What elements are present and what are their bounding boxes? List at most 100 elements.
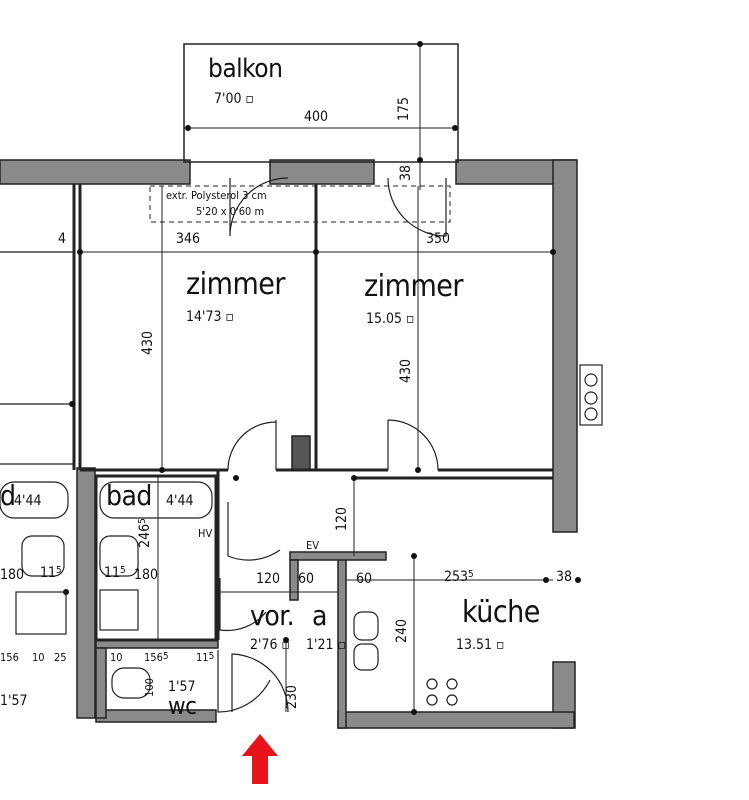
shower-tray (99, 589, 139, 631)
chimney (291, 435, 311, 471)
room-area-kueche: 13.51 ▫ (456, 637, 505, 653)
ventilation-circle-3 (584, 407, 598, 421)
dim-left-156: 156 (0, 651, 19, 664)
door-zimmer-left (227, 420, 277, 471)
ventilation-box (579, 364, 603, 426)
dim-wc-100: 100 (142, 678, 156, 697)
room-area-wc-left: 1'57 (0, 693, 28, 709)
dim-kueche-window: 38 (556, 569, 573, 585)
dimension-dots (63, 41, 581, 715)
room-area-bad-left: 4'44 (14, 493, 42, 509)
area-value: 7'00 (214, 91, 242, 107)
bath-fixtures (0, 481, 213, 699)
dim-zimmer-left-width: 346 (176, 231, 201, 247)
bathtub (99, 481, 213, 519)
dot (77, 249, 83, 255)
door-balkon-right (387, 177, 447, 237)
dim-left-25: 25 (54, 651, 67, 664)
dim-sup: 5 (120, 565, 126, 576)
area-value: 14'73 (186, 309, 222, 325)
dim-value: 246 (136, 523, 153, 548)
wall-bottom-kitchen (337, 711, 575, 729)
bad-outline (94, 474, 218, 642)
ventilation-circle-1 (584, 373, 598, 387)
room-name-vor: vor. (250, 599, 295, 632)
dim-left-10: 10 (32, 651, 45, 664)
neighbour-unit (0, 251, 74, 465)
room-name-wc: wc (168, 692, 197, 720)
ev-label: EV (306, 539, 320, 552)
door-zimmer-right (387, 419, 439, 471)
dim-zimmer-left-depth: 430 (140, 330, 157, 356)
room-area-zimmer-right: 15.05 ▫ (366, 311, 415, 327)
dim-value: 11 (104, 565, 121, 581)
door-vor (219, 578, 267, 632)
ventilation (579, 364, 603, 426)
dot (411, 553, 417, 559)
left-washbasin (21, 535, 65, 577)
sink-2 (353, 643, 379, 671)
dim-left-fragment: 4 (58, 231, 67, 247)
ventilation-circle-2 (584, 391, 598, 405)
dot (417, 157, 423, 163)
dim-window-top: 38 (398, 164, 415, 182)
toilet (111, 667, 151, 699)
wall-top-left (0, 159, 191, 185)
room-name-bad-left: d (0, 479, 16, 512)
dim-sup: 5 (56, 565, 62, 576)
dot (159, 467, 165, 473)
dim-sup: 5 (468, 569, 474, 580)
dot (415, 467, 421, 473)
dot (452, 125, 458, 131)
kitchen-fixtures (353, 611, 458, 706)
dot (351, 475, 357, 481)
dim-kueche-width: 2535 (444, 569, 474, 585)
washbasin (99, 535, 139, 577)
room-area-bad: 4'44 (166, 493, 194, 509)
wall-right-upper (552, 159, 578, 533)
thin-walls (72, 184, 553, 642)
dim-zimmer-right-width: 350 (426, 231, 451, 247)
door-balkon-left (229, 177, 289, 237)
dot (575, 577, 581, 583)
stove-burner-2 (446, 678, 458, 690)
dim-wc-11: 115 (196, 652, 214, 664)
wall-ev (289, 551, 387, 561)
stove-burner-4 (446, 694, 458, 706)
insulation (149, 185, 451, 223)
wall-top-middle (269, 159, 375, 185)
entrance-arrow (242, 734, 278, 784)
stove-burner-1 (426, 678, 438, 690)
wall-left-party (76, 467, 96, 719)
insulation-dimension: 5'20 x 0'60 m (196, 205, 265, 218)
area-value: 13.51 (456, 637, 493, 653)
dim-bad-sub-left: 115 (40, 565, 62, 581)
dim-vor-width: 120 (256, 571, 281, 587)
dim-sup: 5 (162, 651, 169, 662)
dot (233, 475, 239, 481)
wall-wc-left (95, 647, 107, 719)
area-value: 15.05 (366, 311, 403, 327)
walls (0, 159, 578, 729)
room-name-zimmer-right: zimmer (364, 269, 463, 304)
dim-value: 11 (40, 565, 57, 581)
door-bad (227, 502, 281, 561)
dim-value: 253 (444, 569, 469, 585)
dim-corridor-depth: 120 (334, 506, 351, 532)
dim-kueche-60: 60 (356, 571, 373, 587)
dim-value: 156 (144, 651, 163, 664)
hv-label: HV (198, 527, 213, 540)
dim-wc-width: 1565 (144, 651, 169, 664)
insulation-note: extr. Polysterol 3 cm (166, 189, 267, 202)
left-shower (15, 591, 67, 635)
sink-1 (353, 611, 379, 641)
door-wc (217, 650, 271, 713)
dim-bad-sub: 115 (104, 565, 126, 581)
balcony (183, 43, 459, 190)
wall-vor-a (289, 559, 299, 601)
dim-a-width: 60 (298, 571, 315, 587)
doors (217, 177, 447, 713)
dot (411, 709, 417, 715)
room-area-balkon: 7'00 ▫ (214, 91, 255, 107)
